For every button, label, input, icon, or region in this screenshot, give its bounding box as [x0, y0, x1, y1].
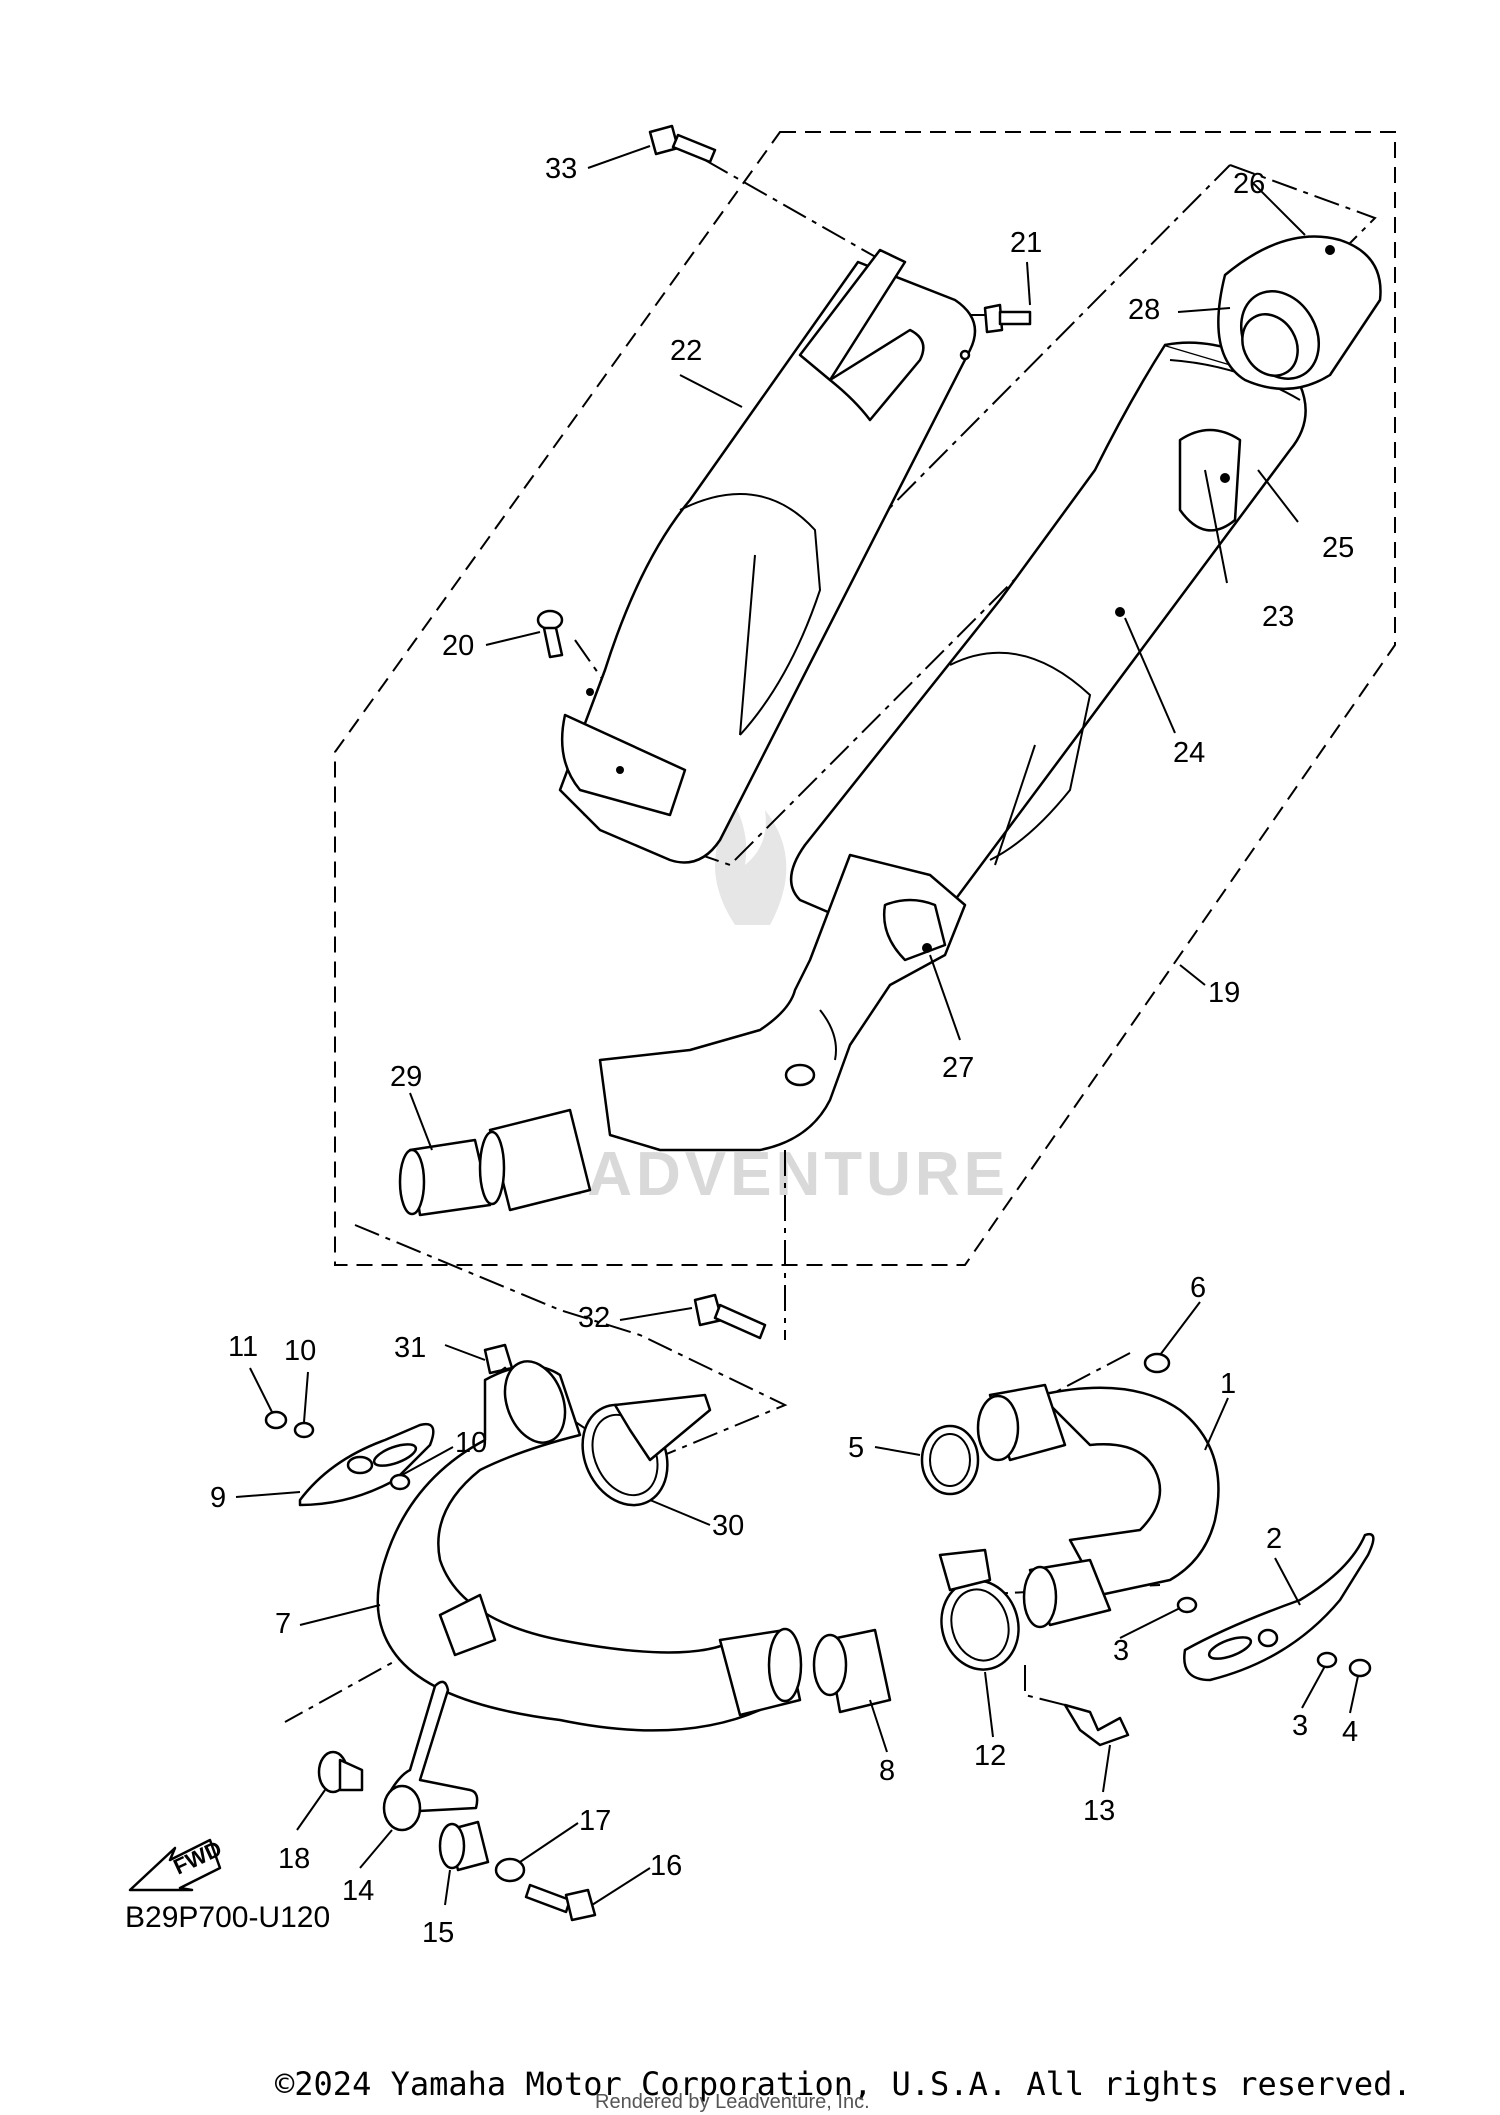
callout-31: 31	[394, 1332, 426, 1364]
part-17-washer	[494, 1857, 526, 1883]
callout-10a: 10	[284, 1335, 316, 1367]
callout-27: 27	[942, 1052, 974, 1084]
callout-3b: 3	[1292, 1710, 1308, 1742]
part-12-clamp	[938, 1548, 1020, 1671]
part-1-exhaust-pipe-right	[976, 1383, 1220, 1629]
part-3-washer-a	[1176, 1596, 1198, 1614]
fwd-arrow-icon: FWD	[128, 1836, 226, 1892]
diagram-code: B29P700-U120	[125, 1901, 330, 1934]
part-33-bolt	[648, 124, 717, 164]
callout-3a: 3	[1113, 1635, 1129, 1667]
callout-14: 14	[342, 1875, 374, 1907]
part-10-washer-b	[389, 1473, 411, 1491]
callout-19: 19	[1208, 977, 1240, 1009]
part-4-nut	[1348, 1658, 1372, 1678]
callout-25: 25	[1322, 532, 1354, 564]
part-6-nut	[1143, 1352, 1171, 1374]
part-30-clamp	[581, 1393, 712, 1507]
callout-15: 15	[422, 1917, 454, 1949]
part-32-bolt	[693, 1293, 767, 1340]
callout-17: 17	[579, 1805, 611, 1837]
callout-26: 26	[1233, 168, 1265, 200]
callout-10b: 10	[455, 1427, 487, 1459]
part-24-muffler	[789, 341, 1307, 934]
copyright-text: ©2024 Yamaha Motor Corporation, U.S.A. A…	[275, 2065, 1412, 2103]
callout-6: 6	[1190, 1272, 1206, 1304]
part-22-muffler-protector	[558, 248, 977, 864]
callout-33: 33	[545, 153, 577, 185]
part-7-exhaust-pipe	[376, 1360, 803, 1732]
callout-18: 18	[278, 1843, 310, 1875]
callout-28: 28	[1128, 294, 1160, 326]
part-16-bolt	[524, 1883, 597, 1922]
callout-16: 16	[650, 1850, 682, 1882]
part-3-washer-b	[1316, 1651, 1338, 1669]
callout-2: 2	[1266, 1523, 1282, 1555]
part-28-end-cap	[1217, 235, 1382, 391]
callout-30: 30	[712, 1510, 744, 1542]
leader-lines	[235, 145, 1359, 1906]
part-9-protector	[298, 1422, 435, 1507]
callouts: 33 21 22 20 26 28 25 23 24 19 27 29 32 3…	[210, 153, 1358, 1949]
callout-5: 5	[848, 1432, 864, 1464]
part-8-gasket	[812, 1628, 892, 1714]
callout-11: 11	[228, 1331, 258, 1363]
part-29-gasket	[398, 1108, 592, 1217]
callout-8: 8	[879, 1755, 895, 1787]
callout-24: 24	[1173, 737, 1205, 769]
muffler-assembly-outline	[334, 131, 1396, 1266]
part-14-stay	[382, 1680, 479, 1832]
part-10-washer-a	[293, 1421, 315, 1439]
part-15-damper	[438, 1820, 490, 1872]
part-13-bolt	[1063, 1703, 1130, 1747]
callout-12: 12	[974, 1740, 1006, 1772]
callout-20: 20	[442, 630, 474, 662]
part-2-protector	[1183, 1532, 1375, 1682]
flame-icon	[715, 805, 787, 925]
part-11-nut	[264, 1410, 288, 1430]
callout-22: 22	[670, 335, 702, 367]
part-21-bolt	[983, 303, 1032, 334]
part-18-collar	[317, 1750, 364, 1794]
callout-7: 7	[275, 1608, 291, 1640]
callout-1: 1	[1220, 1368, 1236, 1400]
callout-29: 29	[390, 1061, 422, 1093]
callout-4: 4	[1342, 1716, 1358, 1748]
part-20-bolt	[536, 609, 564, 659]
part-5-gasket	[920, 1424, 980, 1496]
callout-9: 9	[210, 1482, 226, 1514]
callout-13: 13	[1083, 1795, 1115, 1827]
part-27-front-pipe	[598, 853, 967, 1152]
callout-23: 23	[1262, 601, 1294, 633]
rendered-by-text: Rendered by Leadventure, Inc.	[595, 2091, 870, 2113]
callout-32: 32	[578, 1302, 610, 1334]
callout-21: 21	[1010, 227, 1042, 259]
